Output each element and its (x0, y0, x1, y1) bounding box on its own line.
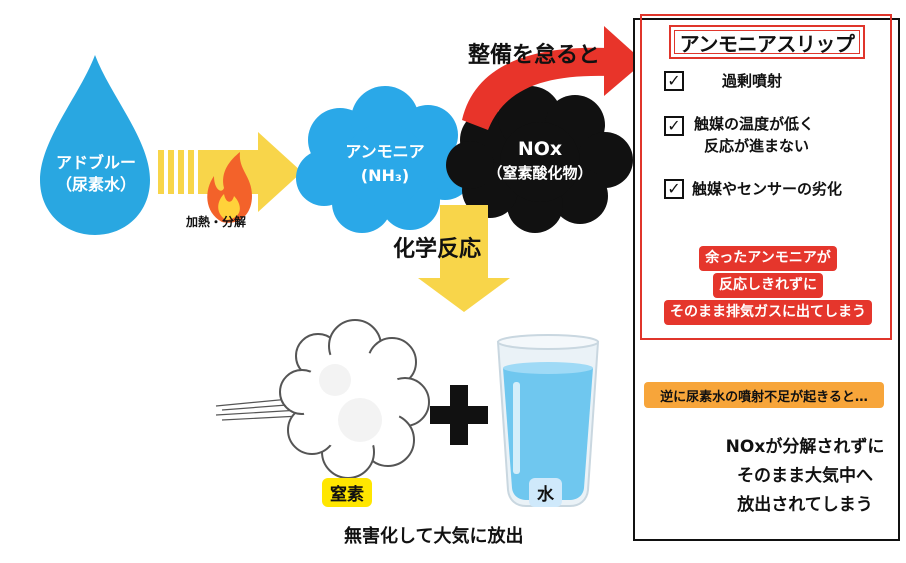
cause-1: 過剰噴射 (722, 72, 783, 90)
consequence-line1: 余ったアンモニアが (699, 246, 837, 271)
nox-label: NOx （窒素酸化物） (470, 137, 610, 185)
fire-icon (207, 152, 252, 223)
cause-3: 触媒やセンサーの劣化 (692, 180, 843, 198)
reaction-label: 化学反応 (393, 237, 482, 262)
check-icon: ✓ (664, 179, 684, 199)
heat-label: 加熱・分解 (186, 215, 247, 229)
plus-icon (430, 385, 488, 445)
shortage-line3: 放出されてしまう (737, 495, 873, 515)
ammonia-label-line1: アンモニア (345, 142, 425, 161)
nox-label-line2: （窒素酸化物） (487, 164, 593, 182)
shortage-result: NOxが分解されずに そのまま大気中へ 放出されてしまう (710, 433, 900, 520)
slip-box (640, 14, 892, 340)
consequence-line2: 反応しきれずに (713, 273, 823, 298)
urea-label-line2: （尿素水） (55, 175, 136, 194)
neglect-arrow (462, 26, 644, 130)
slip-consequence: 余ったアンモニアが 反応しきれずに そのまま排気ガスに出てしまう (655, 245, 881, 326)
shortage-banner: 逆に尿素水の噴射不足が起きると… (644, 382, 884, 408)
urea-label-line1: アドブルー (55, 153, 136, 172)
ammonia-label: アンモニア (NH₃) (330, 140, 440, 188)
water-tag: 水 (529, 478, 562, 507)
ammonia-cloud (296, 86, 473, 233)
cause-2a: 触媒の温度が低く (694, 115, 815, 133)
cause-2b: 反応が進まない (704, 137, 810, 155)
check-icon: ✓ (664, 71, 684, 91)
nox-label-line1: NOx (517, 138, 563, 160)
check-icon: ✓ (664, 116, 684, 136)
shortage-line2: そのまま大気中へ (737, 466, 873, 486)
ammonia-label-line2: (NH₃) (360, 166, 410, 185)
urea-label: アドブルー （尿素水） (44, 152, 148, 196)
glass-icon (496, 334, 600, 507)
urea-drop-icon (40, 55, 150, 235)
nitrogen-tag: 窒素 (322, 478, 372, 507)
shortage-line1: NOxが分解されずに (725, 437, 885, 457)
neglect-label: 整備を怠ると (468, 43, 601, 68)
smoke-icon (215, 319, 430, 479)
consequence-line3: そのまま排気ガスに出てしまう (664, 300, 872, 325)
slip-title: アンモニアスリップ (669, 25, 865, 59)
result-label: 無害化して大気に放出 (344, 526, 524, 547)
reaction-arrow (418, 205, 510, 312)
